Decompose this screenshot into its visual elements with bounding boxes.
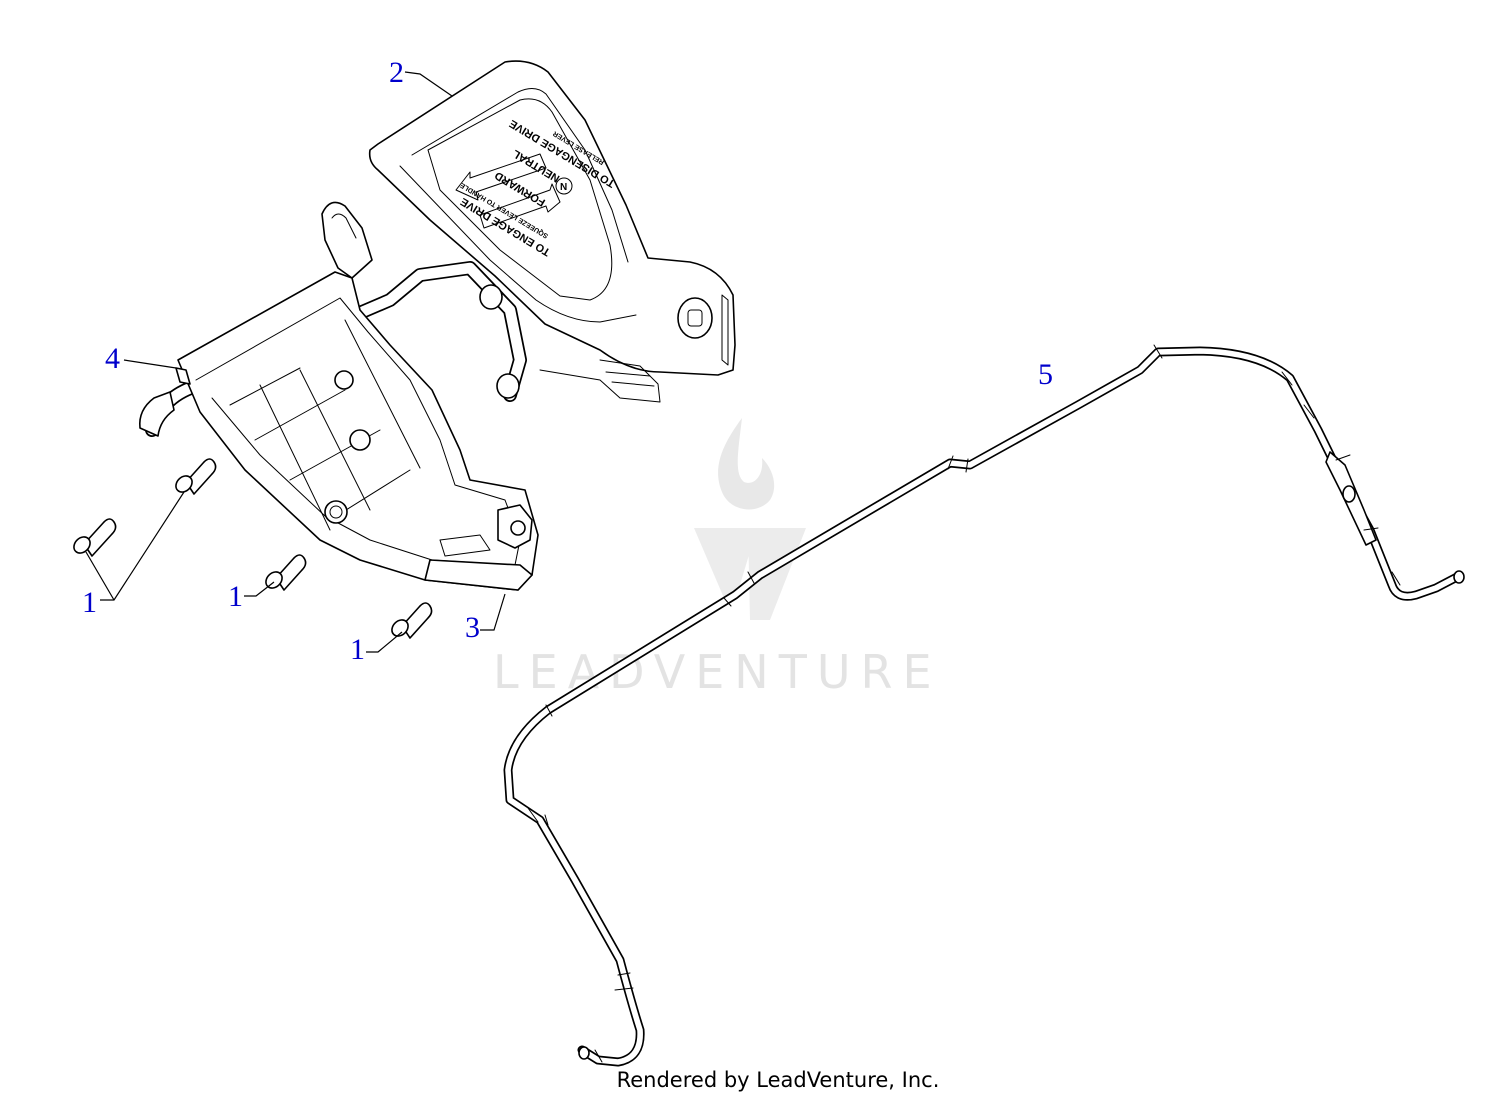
callout-2[interactable]: 2 — [389, 56, 404, 89]
callout-5[interactable]: 5 — [1038, 358, 1053, 391]
neutral-badge: N — [560, 182, 567, 193]
forward-arrow-icon — [455, 153, 547, 201]
control-cover-part-2[interactable]: TO ENGAGE DRIVE SQUEEZE LEVER TO HANDLE … — [368, 60, 736, 403]
neutral-badge-icon — [555, 177, 573, 195]
watermark-text: LEADVENTURE — [493, 645, 942, 699]
screw-part-1-c[interactable] — [263, 554, 307, 591]
flame-watermark-icon — [718, 418, 775, 510]
housing-part-3[interactable] — [175, 201, 539, 591]
neutral-arrow-icon — [479, 183, 561, 229]
v-logo-watermark-icon — [694, 528, 806, 620]
leadventure-watermark: LEADVENTURE — [493, 418, 942, 699]
screw-part-1-a[interactable] — [71, 518, 117, 557]
callout-1b[interactable]: 1 — [228, 580, 243, 613]
callout-1a[interactable]: 1 — [82, 586, 97, 619]
screw-part-1-d[interactable] — [389, 602, 433, 639]
callout-labels: 1 1 1 2 3 4 5 — [82, 56, 1053, 666]
drive-rod-part-5[interactable] — [503, 344, 1465, 1067]
callout-4[interactable]: 4 — [105, 342, 120, 375]
callout-3[interactable]: 3 — [465, 611, 480, 644]
callout-1c[interactable]: 1 — [350, 633, 365, 666]
leader-lines — [85, 71, 506, 653]
screw-part-1-b[interactable] — [173, 458, 217, 495]
render-credit: Rendered by LeadVenture, Inc. — [616, 1068, 940, 1092]
